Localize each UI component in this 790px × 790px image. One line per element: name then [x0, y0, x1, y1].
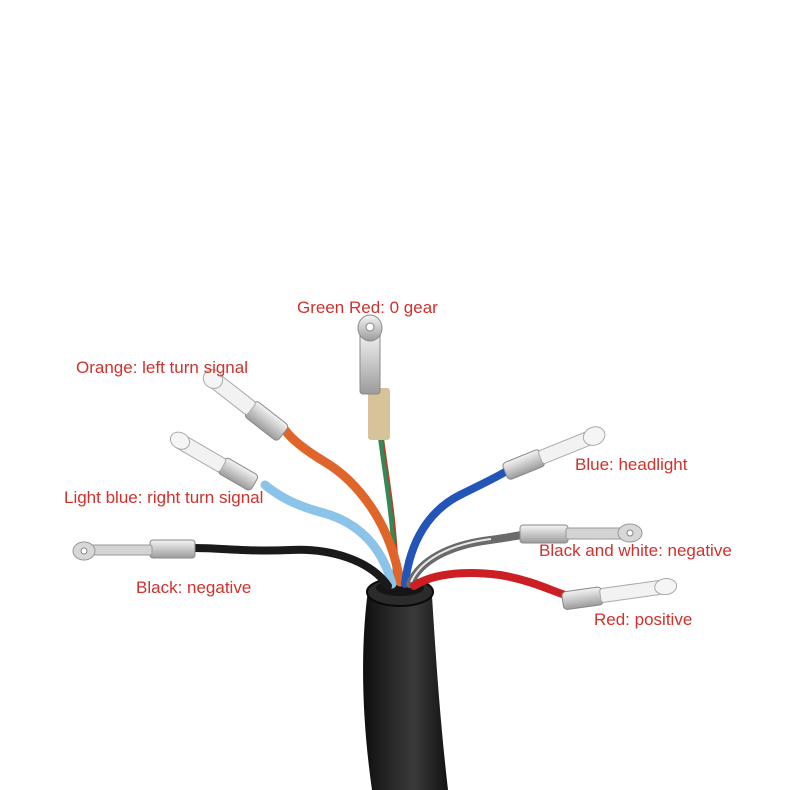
green-red-wire [357, 314, 399, 586]
orange-wire [202, 369, 405, 587]
red-wire [410, 569, 678, 610]
label-orange-wire: Orange: left turn signal [76, 358, 248, 377]
black-wire [72, 539, 392, 590]
blue-wire [401, 426, 606, 588]
label-black-wire: Black: negative [136, 578, 252, 597]
label-light-blue-wire: Light blue: right turn signal [64, 488, 264, 507]
label-green-red-wire: Green Red: 0 gear [297, 298, 438, 317]
label-black-white-wire: Black and white: negative [539, 541, 732, 560]
cable-jacket [363, 577, 448, 790]
black-white-wire [406, 523, 643, 588]
label-red-wire: Red: positive [594, 610, 693, 629]
light-blue-wire [169, 431, 397, 589]
label-blue-wire: Blue: headlight [575, 455, 688, 474]
